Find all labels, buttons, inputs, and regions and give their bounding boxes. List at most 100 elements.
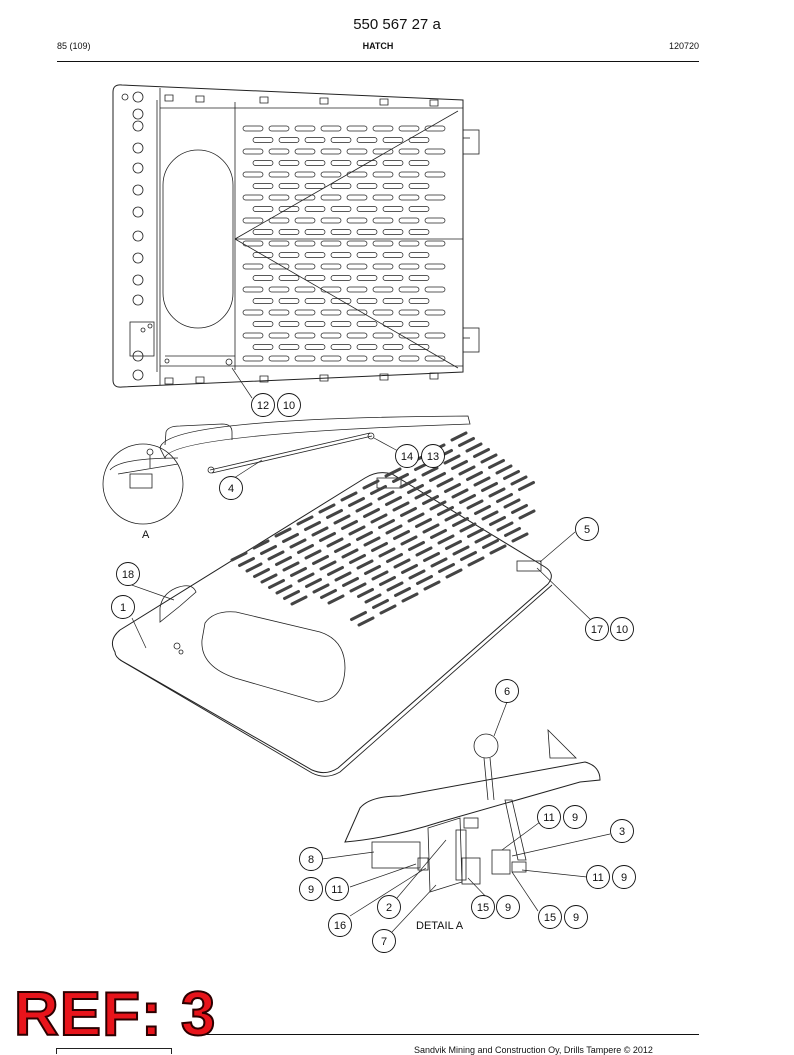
vent-slot: [330, 137, 352, 143]
callout-bubble: 12: [251, 393, 275, 417]
callout-number: 4: [228, 483, 234, 495]
vent-slot: [382, 160, 404, 166]
vent-slot: [278, 206, 300, 212]
iso-vent-slot: [304, 521, 321, 531]
callout-bubble: 15: [538, 905, 562, 929]
iso-vent-slot: [252, 539, 270, 550]
iso-vent-slot: [465, 442, 483, 453]
vent-slot: [294, 332, 316, 339]
vent-slot: [398, 309, 420, 316]
vent-slot: [252, 160, 274, 166]
detail-a-marker: A: [142, 529, 150, 541]
iso-vent-slot: [282, 533, 299, 543]
iso-vent-slots: [230, 431, 536, 627]
vent-slot: [346, 148, 368, 155]
vent-slot: [408, 321, 430, 327]
vent-slot: [320, 171, 342, 178]
callout-bubble: 11: [325, 877, 349, 901]
vent-slot: [424, 148, 446, 155]
iso-vent-slot: [370, 513, 388, 524]
iso-vent-slot: [362, 479, 380, 490]
vent-slot: [346, 309, 368, 316]
vent-slot: [382, 183, 404, 189]
iso-vent-slot: [340, 491, 358, 502]
vent-slot: [424, 171, 446, 178]
iso-vent-slot: [290, 567, 307, 577]
vent-slot: [372, 148, 394, 155]
iso-vent-slot: [363, 536, 381, 547]
iso-vent-slot: [230, 551, 248, 562]
vent-slot: [294, 309, 316, 316]
vent-slot: [356, 137, 378, 143]
section-title: HATCH: [362, 41, 394, 51]
iso-vent-slot: [443, 454, 461, 465]
callout-number: 10: [283, 400, 295, 412]
iso-vent-slot: [401, 564, 418, 574]
vent-slot: [356, 275, 378, 281]
callout-number: 9: [573, 912, 579, 924]
vent-slot: [294, 171, 316, 178]
vent-slot: [294, 240, 316, 247]
iso-vent-slot: [408, 569, 426, 580]
vent-slot: [294, 263, 316, 270]
vent-slot: [268, 125, 290, 132]
iso-vent-slot: [481, 510, 499, 521]
vent-slot: [252, 275, 274, 281]
callout-number: 7: [381, 936, 387, 948]
callout-bubble: 8: [299, 847, 323, 871]
vent-slot: [356, 321, 378, 327]
vent-slot: [278, 344, 300, 350]
iso-vent-slot: [511, 532, 529, 543]
vent-slot: [382, 252, 404, 258]
vent-slot: [320, 148, 342, 155]
vent-slot: [268, 194, 290, 201]
vent-slot: [330, 229, 352, 235]
iso-vent-slot: [289, 538, 307, 549]
iso-vent-slot: [364, 593, 382, 604]
vent-slot: [294, 286, 316, 293]
vent-slot: [294, 217, 316, 224]
iso-vent-slot: [481, 482, 498, 492]
iso-vent-slot: [394, 587, 411, 597]
vent-slot: [356, 344, 378, 350]
iso-vent-slot: [511, 504, 528, 514]
callout-bubble: 14: [395, 444, 419, 468]
hatch-iso-view: [111, 415, 553, 777]
iso-vent-slot: [379, 604, 397, 615]
vent-slot: [398, 332, 420, 339]
iso-vent-slot: [341, 520, 358, 530]
vent-slot: [346, 125, 368, 132]
vent-slot: [242, 148, 264, 155]
vent-slot: [424, 332, 446, 339]
callout-number: 17: [591, 624, 603, 636]
vent-slot: [320, 194, 342, 201]
vent-slot: [398, 194, 420, 201]
vent-slot: [268, 286, 290, 293]
vent-slot: [424, 125, 446, 132]
vent-slot: [346, 194, 368, 201]
iso-vent-slot: [415, 546, 433, 557]
vent-slot: [372, 125, 394, 132]
vent-slot: [304, 321, 326, 327]
callout-bubble: 4: [219, 476, 243, 500]
iso-vent-slot: [348, 497, 365, 507]
vent-slot: [382, 298, 404, 304]
vent-slot: [398, 355, 420, 362]
callout-number: 11: [543, 812, 554, 824]
vent-slot: [382, 206, 404, 212]
vent-slot: [242, 217, 264, 224]
vent-slot: [268, 240, 290, 247]
vent-slot: [356, 252, 378, 258]
iso-vent-slot: [429, 500, 447, 511]
iso-vent-slot: [386, 581, 404, 592]
iso-vent-slot: [392, 473, 409, 483]
callout-bubble: 10: [277, 393, 301, 417]
footer-divider: [200, 1034, 699, 1035]
callout-number: 14: [401, 451, 413, 463]
vent-slot: [278, 252, 300, 258]
iso-vent-slot: [421, 466, 439, 477]
vent-slot: [398, 171, 420, 178]
vent-slot: [268, 309, 290, 316]
vent-slot: [330, 321, 352, 327]
vent-slot: [294, 125, 316, 132]
